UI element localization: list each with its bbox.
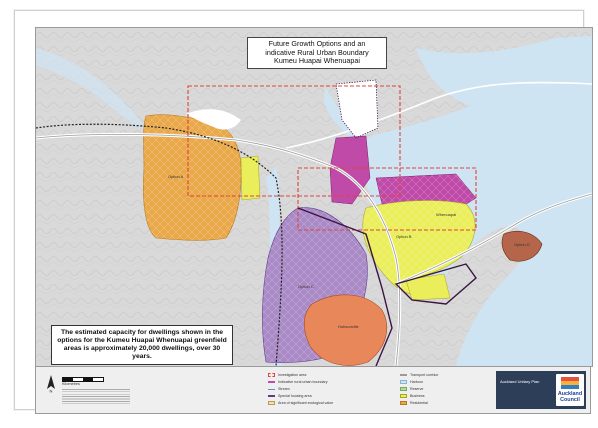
map-title-line-2: indicative Rural Urban Boundary (265, 47, 369, 57)
capacity-note: The estimated capacity for dwellings sho… (51, 325, 233, 365)
legend-label: Special housing area (278, 393, 312, 398)
legend-swatch-transport (400, 374, 407, 376)
map-title-line-3: Kumeu Huapai Whenuapai (274, 56, 360, 66)
legend-swatch-residential (400, 400, 407, 406)
area-label-whenuapai: Whenuapai (436, 212, 457, 217)
legend-label: Indicative rural urban boundary (278, 379, 328, 384)
legend-item: Stream (268, 386, 388, 393)
area-label-d: Option D (514, 242, 530, 247)
legend-label: Business (410, 393, 425, 398)
legend-label: Transport corridor (410, 372, 439, 377)
brand-panel: Auckland Unitary Plan Auckland Council (496, 371, 586, 409)
legend-item: Business (400, 393, 520, 400)
legend-label: Reserve (410, 386, 424, 391)
north-arrow-icon: N (47, 375, 55, 394)
legend-swatch-harbour (400, 379, 407, 385)
legend-swatch-sha (268, 395, 275, 397)
legend-item: Residential (400, 400, 520, 407)
legend-item: Harbour (400, 379, 520, 386)
legend-column-2: Transport corridor Harbour Reserve Busin… (400, 372, 520, 407)
area-label-c: Option C (298, 284, 314, 289)
legend-column-1: Investigation area Indicative rural urba… (268, 372, 388, 407)
legend-label: Harbour (410, 379, 423, 384)
brand-text: Auckland Unitary Plan (500, 379, 540, 384)
svg-text:N: N (50, 389, 53, 394)
boundary-rub (297, 207, 393, 366)
zone-brown (501, 231, 543, 262)
harbour-water (361, 48, 592, 366)
map-title-line-1: Future Growth Options and an (268, 39, 366, 48)
legend-swatch-reserve (400, 386, 407, 392)
legend-item: Reserve (400, 386, 520, 393)
legend-item: Investigation area (268, 372, 388, 379)
area-label-a: Option A (168, 174, 184, 179)
legend-label: Area of significant ecological value (278, 400, 334, 405)
legend-item: Indicative rural urban boundary (268, 379, 388, 386)
scale-block: N Kilometres (44, 373, 134, 409)
legend-swatch-rub (268, 381, 275, 383)
legend-swatch-investigation (268, 372, 275, 378)
council-logo-icon (561, 377, 579, 389)
auckland-council-logo: Auckland Council (556, 374, 584, 406)
legend-item: Transport corridor (400, 372, 520, 379)
area-label-b: Option B (396, 234, 412, 239)
legend-swatch-ecological (268, 400, 275, 406)
council-name: Auckland Council (557, 391, 583, 403)
map-canvas[interactable]: Option A Option B Option C Whenuapai Hob… (35, 27, 593, 367)
legend-label: Stream (278, 386, 290, 391)
map-title-box: Future Growth Options and an indicative … (247, 37, 387, 69)
scale-bar (62, 377, 104, 382)
map-sheet: Option A Option B Option C Whenuapai Hob… (14, 10, 593, 414)
legend-label: Residential (410, 400, 428, 405)
legend-swatch-stream (268, 388, 275, 390)
zone-salmon (303, 294, 388, 366)
scale-label: Kilometres (62, 382, 80, 386)
legend-label: Investigation area (278, 372, 307, 377)
area-label-hobsonville: Hobsonville (338, 324, 359, 329)
legend-item: Special housing area (268, 393, 388, 400)
disclaimer-text (62, 389, 130, 405)
rail-line (36, 123, 283, 366)
map-svg (36, 28, 592, 366)
boundary-red-north (187, 85, 401, 197)
legend-swatch-business (400, 393, 407, 399)
legend-item: Area of significant ecological value (268, 400, 388, 407)
legend-strip: N Kilometres Investigation area Indicati… (35, 366, 591, 414)
